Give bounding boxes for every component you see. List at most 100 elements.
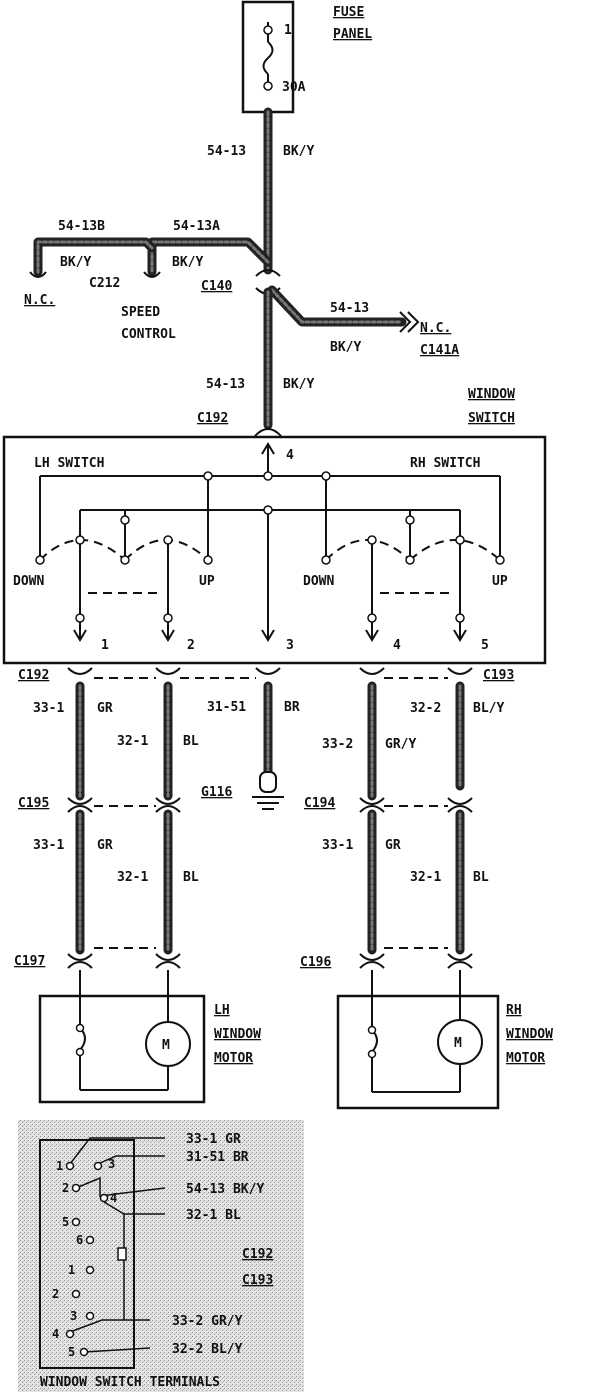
lower-harness-upper: 33-1 GR 32-1 BL 31-51 BR 33-2 GR/Y 32-2 … xyxy=(33,681,504,810)
connector-row-c195-c194: C195 C194 xyxy=(18,796,473,813)
terminal-pin-upper-4: 4 xyxy=(110,1191,117,1205)
terminal-callout-54-13: 54-13 BK/Y xyxy=(186,1182,264,1197)
wire-1-color: GR xyxy=(97,701,113,716)
left-wire-2-circuit: 32-1 xyxy=(117,870,148,885)
rh-motor-symbol: M xyxy=(454,1036,462,1051)
connector-row-c192-c193: C192 C193 xyxy=(18,667,514,683)
switch-feed-wire: 54-13 BK/Y C192 xyxy=(197,287,314,437)
switch-label: SWITCH xyxy=(468,411,515,426)
rh-motor-label-1: RH xyxy=(506,1003,522,1018)
speed-label: SPEED xyxy=(121,305,160,320)
terminal-callout-31-51: 31-51 BR xyxy=(186,1150,249,1165)
window-label: WINDOW xyxy=(468,387,515,402)
switch-pin-2: 2 xyxy=(187,638,195,653)
fuse-panel: 1 30A FUSE PANEL xyxy=(241,0,372,114)
terminals-inset: 1 3 2 4 5 6 1 2 3 4 5 33-1 GR 31-51 BR 5… xyxy=(18,1120,304,1392)
ground-g116: G116 xyxy=(201,785,232,800)
lower-wire-circuit: 54-13 xyxy=(206,377,245,392)
left-wire-2-color: BL xyxy=(183,870,199,885)
fuse-pin-label: 1 xyxy=(284,23,292,38)
branch-c141a: 54-13 BK/Y N.C. C141A xyxy=(267,285,459,358)
wire-4-circuit: 33-2 xyxy=(322,737,353,752)
branch-wire-circuit: 54-13 xyxy=(330,301,369,316)
terminal-pin-lower-3: 3 xyxy=(70,1309,77,1323)
terminal-callout-33-1: 33-1 GR xyxy=(186,1132,241,1147)
nc-left-label: N.C. xyxy=(24,293,55,308)
connector-c193: C193 xyxy=(483,668,514,683)
rh-down-label: DOWN xyxy=(303,574,334,589)
lh-switch-label: LH SWITCH xyxy=(34,456,104,471)
lh-motor-label-1: LH xyxy=(214,1003,230,1018)
rh-motor-label-3: MOTOR xyxy=(506,1051,545,1066)
connector-c192-top: C192 xyxy=(197,411,228,426)
rh-up-label: UP xyxy=(492,574,508,589)
wire-54-13a-color: BK/Y xyxy=(172,255,203,270)
terminal-pin-lower-5: 5 xyxy=(68,1345,75,1359)
terminal-pin-upper-3: 3 xyxy=(108,1157,115,1171)
window-switch-box: 4 xyxy=(2,435,547,665)
terminal-pin-upper-5: 5 xyxy=(62,1215,69,1229)
wire-54-13b-color: BK/Y xyxy=(60,255,91,270)
lh-motor-label-2: WINDOW xyxy=(214,1027,261,1042)
lh-window-motor: M LH WINDOW MOTOR xyxy=(38,970,261,1104)
lh-up-label: UP xyxy=(199,574,215,589)
terminal-callout-32-2: 32-2 BL/Y xyxy=(172,1342,243,1357)
terminal-conn-c193: C193 xyxy=(242,1273,273,1288)
lh-motor-label-3: MOTOR xyxy=(214,1051,253,1066)
terminal-pin-lower-4: 4 xyxy=(52,1327,59,1341)
connector-c196: C196 xyxy=(300,955,331,970)
lower-harness-lower: 33-1 GR 32-1 BL 33-1 GR 32-1 BL xyxy=(33,809,489,955)
branch-wire-color: BK/Y xyxy=(330,340,361,355)
rh-window-motor: M RH WINDOW MOTOR xyxy=(336,970,553,1110)
connector-row-c197-c196: C197 C196 xyxy=(14,947,473,970)
switch-pin-4-top: 4 xyxy=(286,448,294,463)
connector-c195: C195 xyxy=(18,796,49,811)
wire-54-13b-circuit: 54-13B xyxy=(58,219,105,234)
main-feed-wire: 54-13 BK/Y xyxy=(207,107,314,275)
wire-2-circuit: 32-1 xyxy=(117,734,148,749)
main-wire-color: BK/Y xyxy=(283,144,314,159)
terminal-callout-32-1: 32-1 BL xyxy=(186,1208,241,1223)
terminal-pin-upper-2: 2 xyxy=(62,1181,69,1195)
fuse-panel-label-1: FUSE xyxy=(333,5,364,20)
switch-pin-5: 5 xyxy=(481,638,489,653)
right-wire-1-color: GR xyxy=(385,838,401,853)
connector-c141a: C141A xyxy=(420,343,459,358)
switch-pin-3: 3 xyxy=(286,638,294,653)
wire-2-color: BL xyxy=(183,734,199,749)
left-wire-1-color: GR xyxy=(97,838,113,853)
switch-pin-1: 1 xyxy=(101,638,109,653)
right-wire-1-circuit: 33-1 xyxy=(322,838,353,853)
wire-3-circuit: 31-51 xyxy=(207,700,246,715)
terminal-pin-upper-1: 1 xyxy=(56,1159,63,1173)
terminal-pin-upper-6: 6 xyxy=(76,1233,83,1247)
rh-motor-label-2: WINDOW xyxy=(506,1027,553,1042)
control-label: CONTROL xyxy=(121,327,176,342)
connector-c140: C140 xyxy=(201,279,232,294)
terminal-callout-33-2: 33-2 GR/Y xyxy=(172,1314,243,1329)
wire-54-13a-circuit: 54-13A xyxy=(173,219,220,234)
wire-3-color: BR xyxy=(284,700,300,715)
branch-54-13b: 54-13B BK/Y N.C. xyxy=(24,219,157,308)
right-wire-2-color: BL xyxy=(473,870,489,885)
connector-c194: C194 xyxy=(304,796,335,811)
main-wire-circuit: 54-13 xyxy=(207,144,246,159)
wire-1-circuit: 33-1 xyxy=(33,701,64,716)
terminal-pin-lower-2: 2 xyxy=(52,1287,59,1301)
switch-pin-4: 4 xyxy=(393,638,401,653)
wire-4-color: GR/Y xyxy=(385,737,416,752)
terminal-conn-c192: C192 xyxy=(242,1247,273,1262)
rh-switch-label: RH SWITCH xyxy=(410,456,480,471)
ground-icon xyxy=(252,771,284,810)
right-wire-2-circuit: 32-1 xyxy=(410,870,441,885)
terminal-pin-lower-1: 1 xyxy=(68,1263,75,1277)
left-wire-1-circuit: 33-1 xyxy=(33,838,64,853)
fuse-panel-label-2: PANEL xyxy=(333,27,372,42)
lower-wire-color: BK/Y xyxy=(283,377,314,392)
nc-right-label: N.C. xyxy=(420,321,451,336)
fuse-rating: 30A xyxy=(282,80,306,95)
connector-c212: C212 xyxy=(89,276,120,291)
wire-5-circuit: 32-2 xyxy=(410,701,441,716)
wire-5-color: BL/Y xyxy=(473,701,504,716)
